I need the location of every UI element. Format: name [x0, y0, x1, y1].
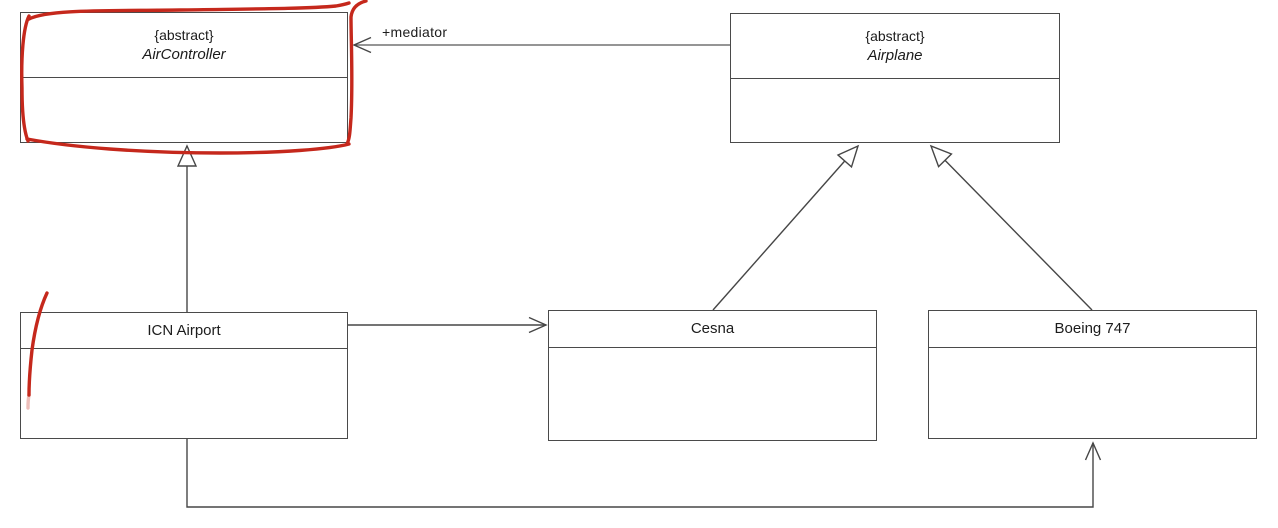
class-box-boeing-747: Boeing 747 [928, 310, 1257, 439]
pen-outline-aircontroller-bottom [25, 137, 351, 155]
class-name: Airplane [867, 46, 923, 64]
class-title-aircontroller: {abstract} AirController [21, 13, 347, 78]
stereotype-label: {abstract} [865, 27, 925, 44]
class-name: Cesna [690, 320, 735, 337]
pen-outline-aircontroller-left [20, 14, 31, 143]
class-title-boeing-747: Boeing 747 [929, 311, 1256, 348]
class-name: AirController [142, 45, 226, 63]
class-title-cesna: Cesna [549, 311, 876, 348]
class-box-airplane: {abstract} Airplane [730, 13, 1060, 143]
mediator-role-label: +mediator [382, 24, 448, 40]
pen-outline-aircontroller-right [345, 0, 368, 146]
stereotype-label: {abstract} [154, 26, 214, 43]
pen-outline-aircontroller-top [27, 1, 351, 21]
class-title-airplane: {abstract} Airplane [731, 14, 1059, 79]
edge-generalization-cesna-airplane [712, 144, 860, 311]
class-name: Boeing 747 [1054, 320, 1131, 337]
pen-stroke-icn-left [27, 291, 49, 397]
edge-association-icn-boeing [186, 439, 1102, 508]
class-box-aircontroller: {abstract} AirController [20, 12, 348, 143]
class-box-cesna: Cesna [548, 310, 877, 441]
edge-generalization-boeing-airplane [929, 144, 1093, 311]
class-box-icn-airport: ICN Airport [20, 312, 348, 439]
class-title-icn-airport: ICN Airport [21, 313, 347, 349]
class-name: ICN Airport [147, 321, 221, 339]
pen-stroke-icn-left-fade [26, 393, 31, 410]
